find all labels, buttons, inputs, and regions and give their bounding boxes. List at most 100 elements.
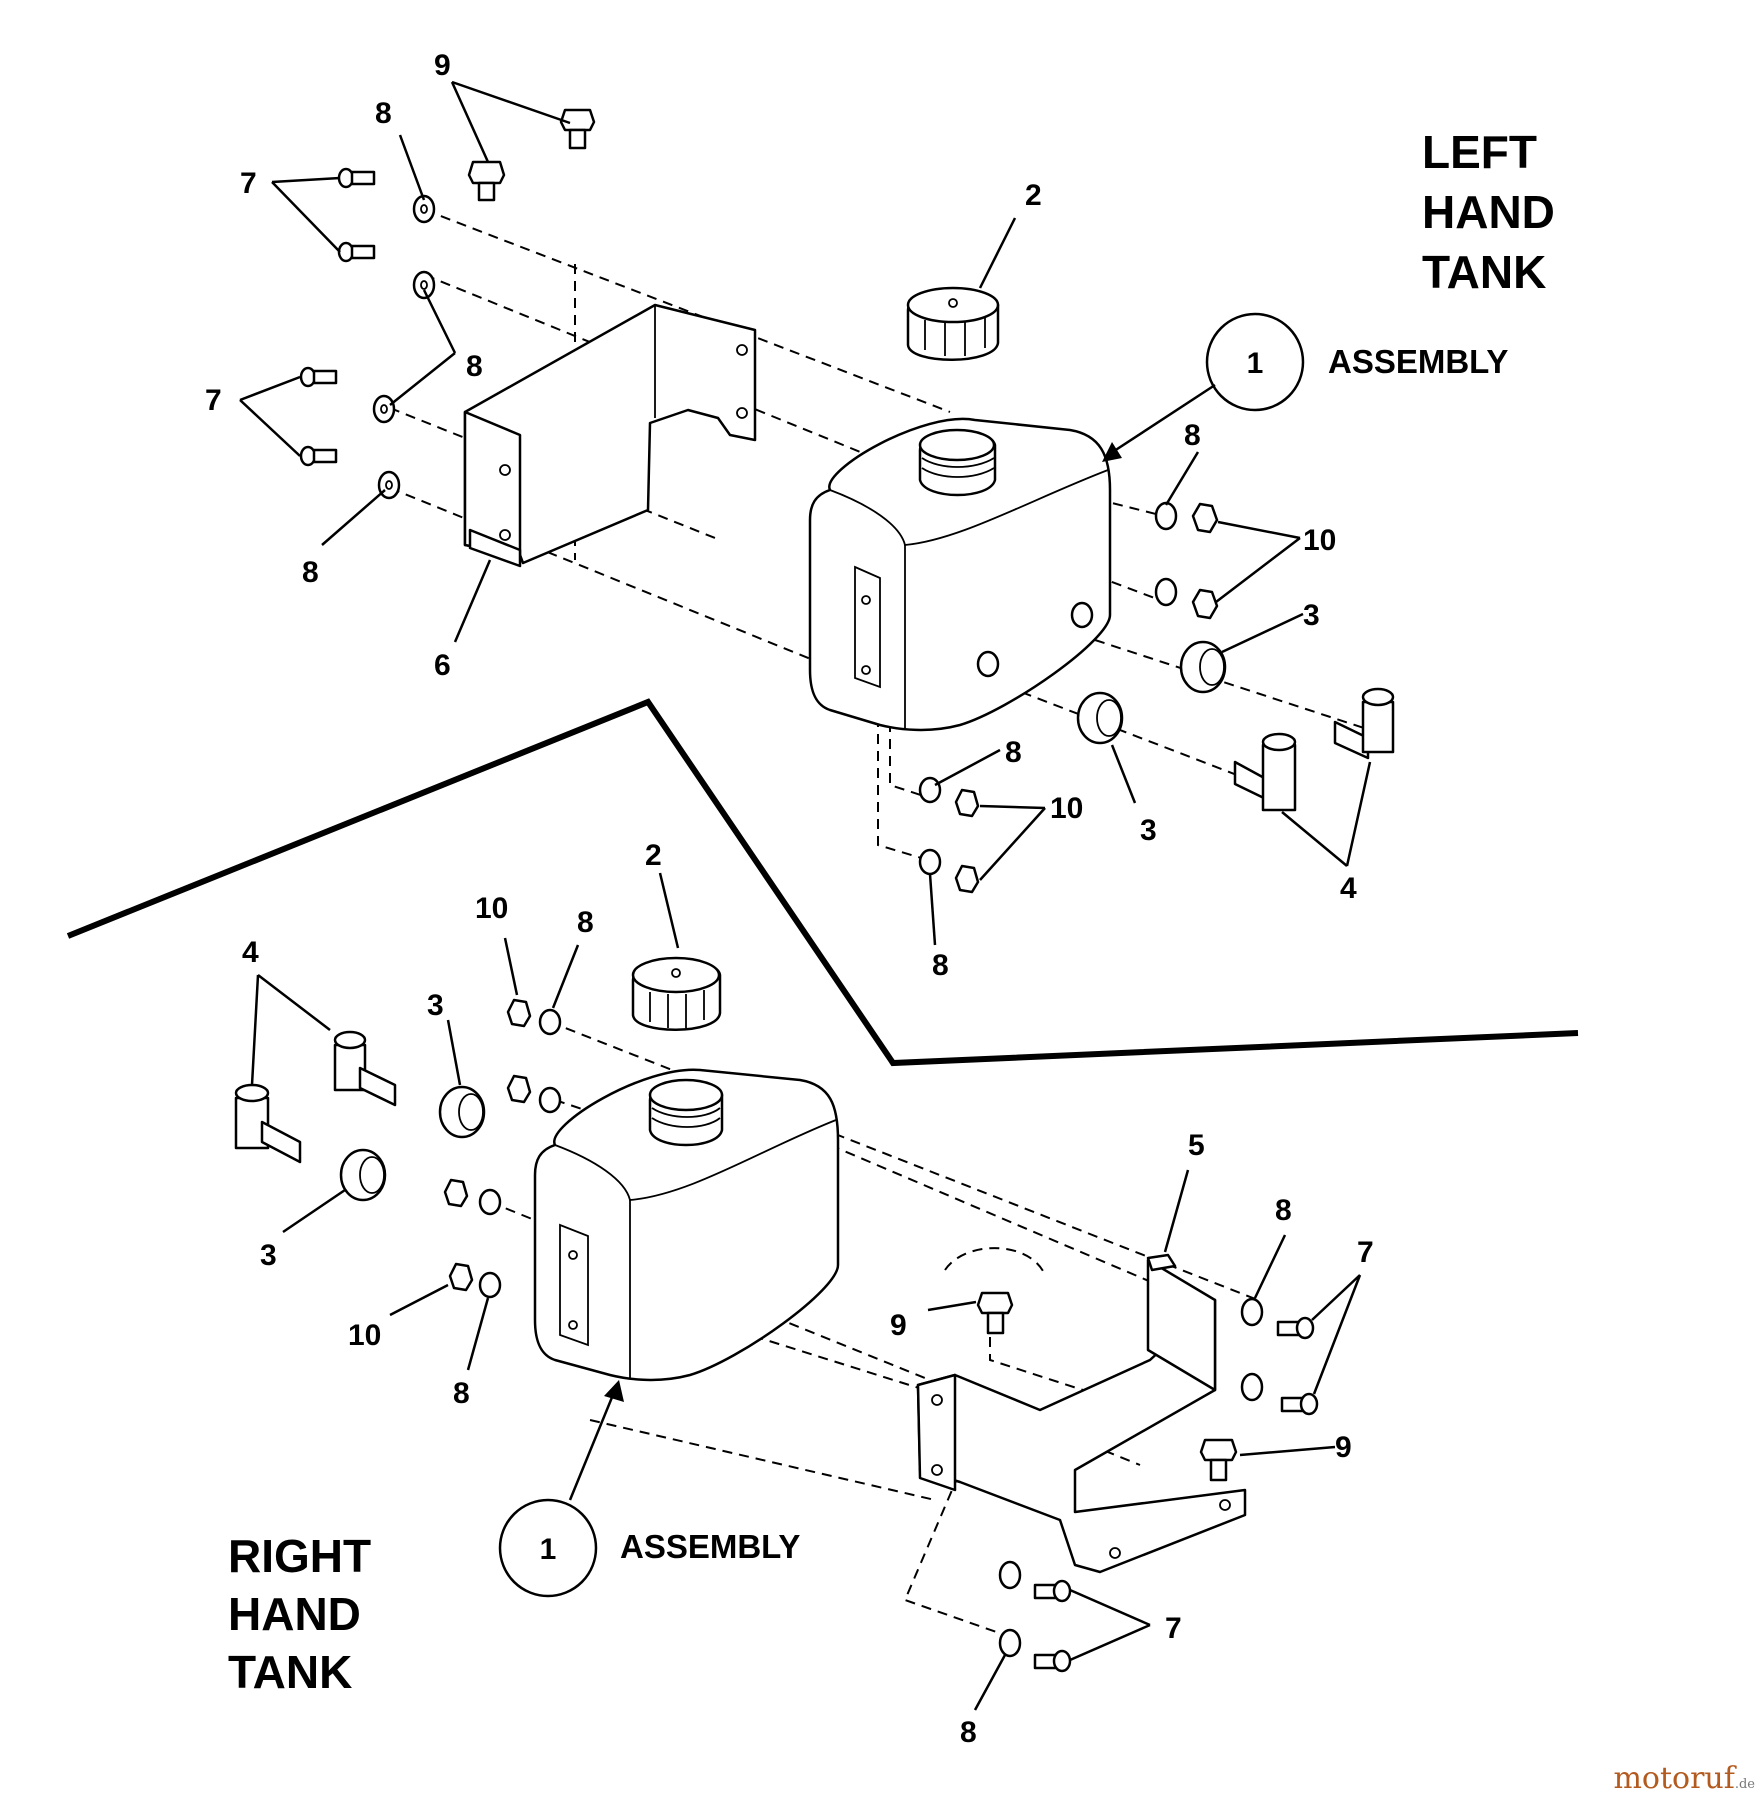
grommet (438, 1085, 486, 1139)
washer (538, 1008, 562, 1036)
elbow-fitting (1233, 732, 1297, 812)
leader-line (1253, 1234, 1287, 1299)
washer (1154, 577, 1178, 607)
callout-number: 8 (1184, 419, 1201, 452)
leader-line (321, 489, 386, 546)
explode-line (989, 1320, 1121, 1403)
callout-number: 8 (1275, 1194, 1292, 1227)
cap-screw (1033, 1579, 1072, 1603)
explode-line (1079, 494, 1161, 516)
leader-line (503, 937, 519, 996)
washer (918, 776, 942, 804)
explode-line (1079, 569, 1161, 601)
leader-line (978, 217, 1017, 289)
explode-line (1094, 639, 1371, 731)
leader-line (928, 873, 937, 946)
explode-line (903, 1412, 1006, 1636)
washer (1240, 1297, 1264, 1327)
elbow-fitting (234, 1083, 302, 1164)
washer (478, 1188, 502, 1216)
explode-line (589, 1419, 936, 1501)
cap-screw (1033, 1649, 1072, 1673)
callout-number: 2 (1025, 179, 1042, 212)
leader-line (1281, 761, 1372, 867)
assembly-arrow (568, 1389, 617, 1501)
callout-number: 8 (960, 1716, 977, 1749)
washer (1154, 501, 1178, 531)
elbow-fitting (333, 1030, 397, 1107)
leader-line (239, 375, 301, 457)
hex-bolt (467, 160, 506, 202)
hex-nut (1191, 588, 1219, 620)
explode-line (424, 209, 951, 413)
section-divider (66, 698, 1579, 1067)
leader-line (973, 1654, 1007, 1711)
callout-number: 8 (577, 906, 594, 939)
leader-line (1164, 451, 1200, 506)
grommet (1179, 640, 1227, 694)
fuel-cap (631, 956, 722, 1031)
elbow-fitting (1333, 687, 1395, 760)
assembly-circle (498, 1498, 598, 1598)
leader-line (934, 748, 1001, 787)
leader-line (1163, 1169, 1190, 1253)
leader-line (1311, 1274, 1362, 1395)
callout-number: 8 (1005, 736, 1022, 769)
washer (1240, 1372, 1264, 1402)
callout-number: 9 (1335, 1431, 1352, 1464)
mounting-bracket (463, 303, 757, 568)
cap-screw (337, 241, 376, 263)
arrowhead (1102, 442, 1122, 462)
heading-line: HAND (228, 1588, 361, 1640)
washer (998, 1628, 1022, 1658)
callout-number: 7 (1357, 1236, 1374, 1269)
callout-number: 10 (475, 892, 508, 925)
watermark: motoruf.de (1613, 1761, 1755, 1796)
explode-line (829, 1144, 1171, 1291)
callout-number: 3 (1303, 599, 1320, 632)
left-hand-tank-group: 9 8 7 2 8 7 8 6 8 10 3 8 10 3 4 8 LEFT H… (205, 49, 1555, 982)
cap-screw (299, 445, 338, 467)
callout-number: 8 (375, 97, 392, 130)
callout-number: 3 (260, 1239, 277, 1272)
leader-line (1215, 520, 1301, 603)
hex-bolt (559, 108, 596, 150)
washer (412, 194, 436, 224)
cap-screw (1280, 1392, 1319, 1416)
callout-number: 9 (890, 1309, 907, 1342)
callout-number: 7 (205, 384, 222, 417)
assembly-circle (1205, 312, 1305, 412)
leader-line (453, 559, 492, 643)
leader-line (466, 1297, 490, 1371)
callout-number: 8 (466, 350, 483, 383)
callout-number: 10 (348, 1319, 381, 1352)
watermark-tld: .de (1734, 1777, 1755, 1792)
leader-line (389, 1283, 449, 1317)
callout-number: 7 (1165, 1612, 1182, 1645)
washer (478, 1271, 502, 1299)
leader-line (446, 1019, 462, 1086)
callout-number: 3 (427, 989, 444, 1022)
callout-number: 8 (932, 949, 949, 982)
callout-number: 2 (645, 839, 662, 872)
leader-line (1221, 612, 1304, 654)
heading-line: RIGHT (228, 1530, 371, 1582)
hex-nut (1191, 502, 1219, 534)
explode-line (549, 1021, 1259, 1301)
explode-line (389, 487, 851, 676)
leader-line (282, 1188, 346, 1234)
callout-number: 4 (1340, 872, 1357, 905)
fuel-tank (533, 1068, 840, 1382)
leader-line (450, 80, 571, 163)
mounting-bracket (916, 1253, 1247, 1574)
assembly-label: ASSEMBLY (620, 1528, 800, 1565)
heading-line: TANK (1422, 246, 1546, 298)
hex-bolt (1199, 1438, 1238, 1482)
leader-line (389, 289, 457, 406)
leader-line (658, 872, 680, 949)
leader-line (398, 134, 426, 201)
hex-nut (954, 864, 980, 894)
fuel-tank (808, 417, 1112, 732)
callout-number: 10 (1303, 524, 1336, 557)
